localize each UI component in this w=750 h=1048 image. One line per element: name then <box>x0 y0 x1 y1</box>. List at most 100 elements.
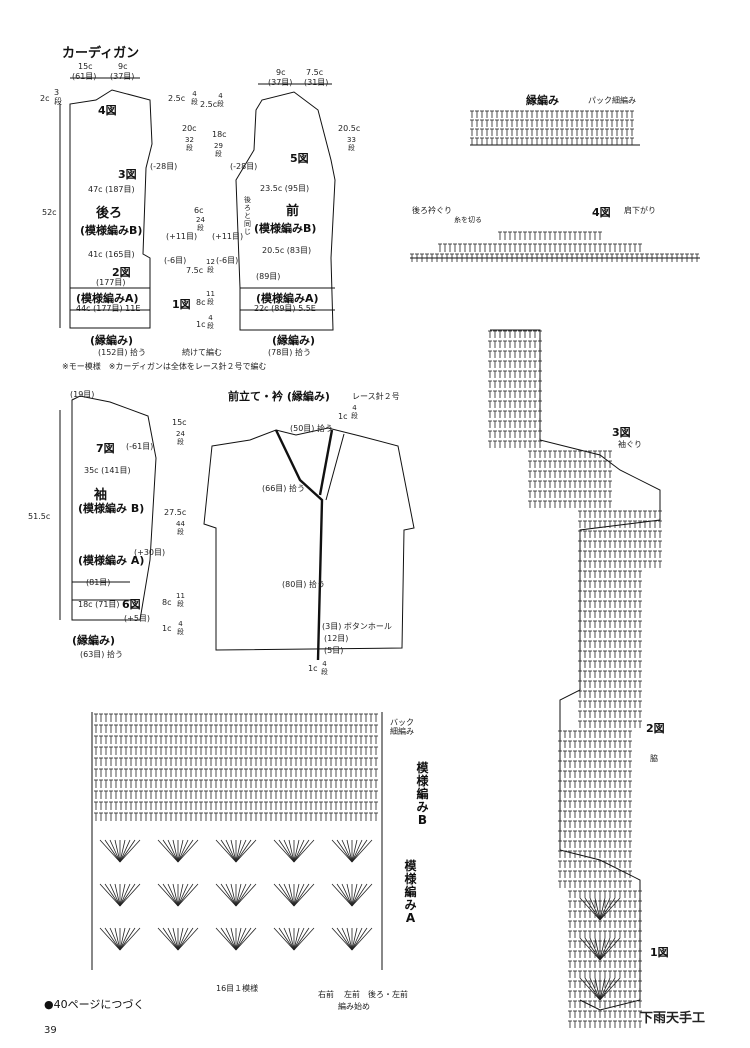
stitch-mark <box>167 883 179 907</box>
stitch-mark <box>177 927 199 951</box>
stitch-mark <box>172 883 179 907</box>
stitch-mark <box>220 927 237 951</box>
stitch-mark <box>599 937 616 961</box>
stitch-mark <box>230 927 237 951</box>
stitch-mark <box>104 927 121 951</box>
stitch-mark <box>114 883 121 907</box>
stitch-mark <box>114 927 121 951</box>
stitch-mark <box>99 927 121 951</box>
armhole-continue: 続けて編む <box>182 348 222 357</box>
stitch-mark <box>119 927 131 951</box>
stitch-mark <box>336 839 353 863</box>
stitch-mark <box>331 927 353 951</box>
stitch-mark <box>351 839 368 863</box>
armhole-m6b: (-6目) <box>216 256 239 265</box>
stitch-mark <box>283 927 295 951</box>
back-fig3: 3図 <box>118 168 137 181</box>
sleeve-44: 44段 <box>176 520 185 536</box>
right-fig1: 1図 <box>650 946 669 959</box>
stitch-mark <box>177 927 189 951</box>
stitch-mark <box>599 937 621 961</box>
sleeve-1c: 1c <box>162 624 172 633</box>
stitch-mark <box>278 927 295 951</box>
stitch-mark <box>351 883 373 907</box>
armhole-4a: 4段 <box>191 90 198 106</box>
stitch-mark <box>599 937 611 961</box>
stitch-mark <box>346 839 353 863</box>
stitch-mark <box>341 839 353 863</box>
page-title: カーディガン <box>62 46 140 61</box>
shoulder-chart-sub: 肩下がり <box>624 206 656 215</box>
placket-neck: (66目) 拾う <box>262 484 305 493</box>
placket-button: (3目) ボタンホール <box>322 622 392 631</box>
stitch-mark <box>293 839 300 863</box>
stitch-mark <box>225 927 237 951</box>
shoulder-chart-title: 4図 <box>592 206 611 219</box>
pattern-label-b: 模様編みB <box>416 761 429 827</box>
stitch-mark <box>119 883 141 907</box>
placket-title: 前立て・衿 (縁編み) <box>228 390 330 403</box>
sleeve-pattern-a: (模様編み A) <box>78 554 145 567</box>
sleeve-title: 袖 <box>94 488 108 503</box>
pattern-picot: バック細編み <box>390 718 414 736</box>
placket-1c-bottom: 1c <box>308 664 318 673</box>
front-width-9: 9c <box>276 68 286 77</box>
armhole-32: 32段 <box>185 136 194 152</box>
shoulder-chart-neck: 後ろ衿ぐり <box>412 206 452 215</box>
stitch-mark <box>157 927 179 951</box>
stitch-mark <box>293 927 300 951</box>
page-number: 39 <box>44 1025 57 1036</box>
stitch-mark <box>288 883 295 907</box>
back-row-47: 47c (187目) <box>88 185 135 194</box>
placket-needle: レース針２号 <box>352 392 400 401</box>
sleeve-row-18: 18c (71目) <box>78 600 120 609</box>
stitch-mark <box>579 897 601 921</box>
armhole-25b: 2.5c <box>200 100 218 109</box>
armhole-m28a: (-28目) <box>150 162 178 171</box>
stitch-mark <box>99 839 121 863</box>
stitch-mark <box>278 883 295 907</box>
stitch-mark <box>235 927 252 951</box>
stitch-mark <box>215 839 237 863</box>
sleeve-m61: (-61目) <box>126 442 154 451</box>
stitch-mark <box>225 883 237 907</box>
stitch-mark <box>351 839 373 863</box>
stitch-mark <box>119 839 136 863</box>
armhole-p11a: (+11目) <box>166 232 198 241</box>
right-armhole: 袖ぐり <box>618 440 642 449</box>
armhole-4b: 4段 <box>217 92 224 108</box>
front-edge: (縁編み) <box>272 334 316 347</box>
armhole-20c: 20c <box>182 124 197 133</box>
front-side-205: 20.5c <box>338 124 361 133</box>
stitch-mark <box>293 839 315 863</box>
armhole-m6a: (-6目) <box>164 256 187 265</box>
stitch-mark <box>293 883 315 907</box>
general-notes: ※モー模様 ※カーディガンは全体をレース針２号で編む <box>62 362 267 371</box>
stitch-mark <box>599 897 606 921</box>
stitch-mark <box>579 977 601 1001</box>
stitch-mark <box>109 927 121 951</box>
stitch-mark <box>351 839 363 863</box>
stitch-mark <box>584 897 601 921</box>
sleeve-15c: 15c <box>172 418 187 427</box>
stitch-mark <box>109 839 121 863</box>
sleeve-p30: (+30目) <box>134 548 166 557</box>
stitch-mark <box>293 927 310 951</box>
back-shoulder-3rows: 3段 <box>54 88 62 106</box>
stitch-mark <box>109 883 121 907</box>
sleeve-pattern-b: (模様編み B) <box>78 502 145 515</box>
stitch-mark <box>351 883 368 907</box>
stitch-mark <box>172 839 179 863</box>
stitch-mark <box>293 839 305 863</box>
edging-chart-title: 縁編み <box>526 94 559 107</box>
stitch-mark <box>220 883 237 907</box>
stitch-mark <box>119 883 126 907</box>
stitch-mark <box>114 839 121 863</box>
pattern-back: 後ろ・左前 <box>368 990 408 999</box>
back-width-15: 15c <box>78 62 93 71</box>
armhole-11: 11段 <box>206 290 215 306</box>
back-width-15-stitches: (61目) <box>72 72 97 81</box>
stitch-mark <box>235 839 242 863</box>
stitch-mark <box>283 883 295 907</box>
armhole-24: 24段 <box>196 216 205 232</box>
